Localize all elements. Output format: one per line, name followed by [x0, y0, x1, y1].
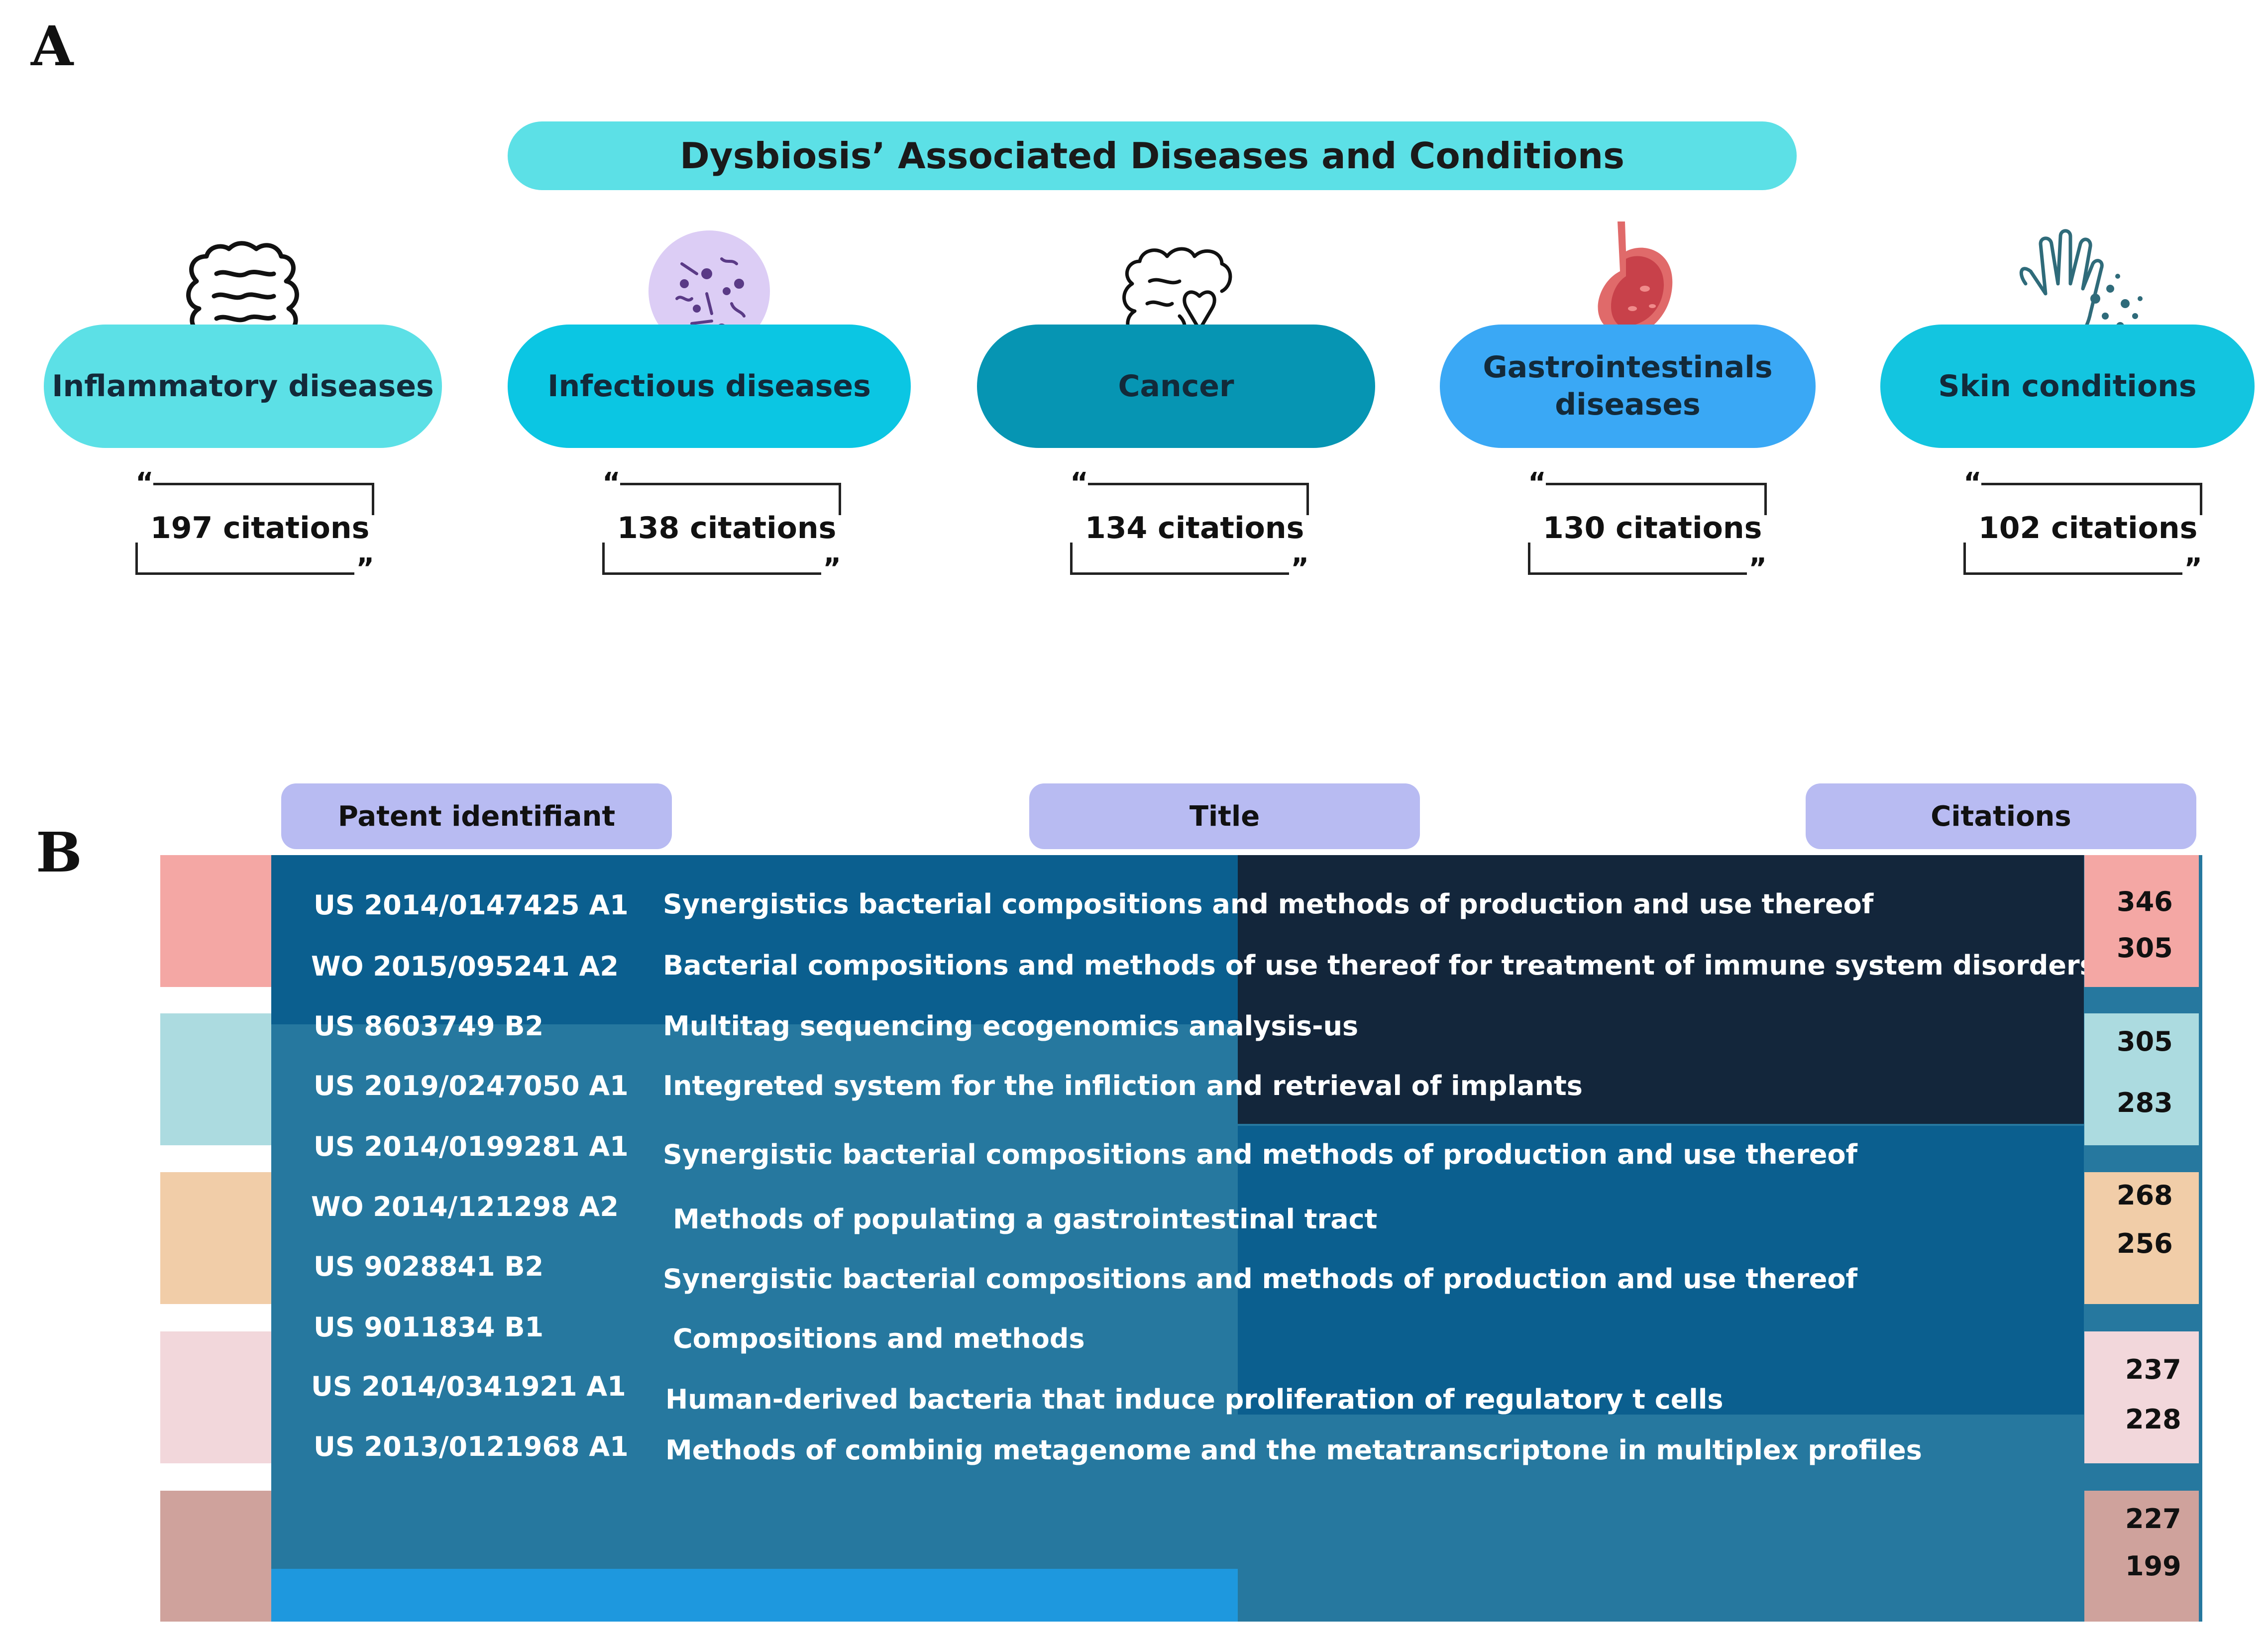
citation-value: 138 citations [617, 511, 837, 546]
citation-value: 130 citations [1543, 511, 1762, 546]
citation-number: 237 [2125, 1354, 2181, 1385]
citation-count-inflammatory: “” 197 citations [135, 467, 374, 585]
patent-id: WO 2015/095241 A2 [311, 951, 619, 982]
disease-label: Infectious diseases [547, 368, 871, 404]
disease-pill-inflammatory: Inflammatory diseases [44, 325, 442, 448]
patent-title: Integreted system for the infliction and… [663, 1070, 1583, 1101]
patent-id: US 2013/0121968 A1 [314, 1431, 629, 1462]
patent-title: Multitag sequencing ecogenomics analysis… [663, 1010, 1359, 1042]
table-band [1238, 855, 2084, 1124]
disease-pill-skin: Skin conditions [1880, 325, 2255, 448]
hand-microbes-icon [2019, 229, 2143, 355]
group-swatch [160, 1172, 271, 1304]
group-swatch [160, 1013, 271, 1145]
citation-number: 227 [2125, 1503, 2181, 1534]
panel-a-title: Dysbiosis’ Associated Diseases and Condi… [508, 121, 1797, 190]
patent-title: Methods of populating a gastrointestinal… [673, 1204, 1378, 1235]
citation-group: 227 199 [2084, 1491, 2199, 1622]
citation-number: 256 [2117, 1228, 2173, 1259]
citation-group: 268 256 [2084, 1172, 2199, 1304]
patent-id: US 2014/0147425 A1 [314, 889, 629, 921]
table-band [271, 1569, 1238, 1622]
patent-id: US 2019/0247050 A1 [314, 1070, 629, 1101]
disease-label: Gastrointestinals diseases [1483, 350, 1773, 422]
citation-value: 197 citations [150, 511, 370, 546]
citation-number: 305 [2117, 1026, 2173, 1057]
citation-count-skin: “” 102 citations [1963, 467, 2202, 585]
patent-id: US 2014/0199281 A1 [314, 1131, 629, 1162]
disease-label: Inflammatory diseases [52, 368, 434, 404]
disease-label: Cancer [1118, 368, 1234, 404]
disease-pill-infectious: Infectious diseases [508, 325, 911, 448]
patent-id: US 9028841 B2 [314, 1251, 544, 1282]
disease-pill-cancer: Cancer [977, 325, 1375, 448]
group-swatch [160, 855, 271, 987]
table-band [271, 855, 1238, 1024]
patent-id: US 9011834 B1 [314, 1312, 544, 1343]
citation-count-gastrointestinal: “” 130 citations [1528, 467, 1767, 585]
patent-id: US 8603749 B2 [314, 1010, 544, 1042]
citation-group: 237 228 [2084, 1331, 2199, 1463]
citation-number: 346 [2117, 886, 2173, 917]
citation-number: 283 [2117, 1087, 2173, 1118]
citation-number: 228 [2125, 1404, 2181, 1435]
disease-label: Skin conditions [1938, 368, 2197, 404]
panel-a-label: A [31, 14, 74, 78]
citation-number: 268 [2117, 1180, 2173, 1211]
citation-count-cancer: “” 134 citations [1070, 467, 1309, 585]
patent-title: Synergistics bacterial compositions and … [663, 888, 1874, 920]
patent-title: Human-derived bacteria that induce proli… [665, 1384, 1724, 1415]
citation-number: 199 [2125, 1550, 2181, 1582]
patent-id: WO 2014/121298 A2 [311, 1191, 619, 1222]
column-header-title: Title [1029, 783, 1420, 849]
table-band [1238, 1126, 2084, 1415]
patent-title: Bacterial compositions and methods of us… [663, 950, 2096, 981]
patent-id: US 2014/0341921 A1 [311, 1371, 626, 1402]
group-swatch [160, 1331, 271, 1463]
citation-number: 305 [2117, 932, 2173, 964]
patent-title: Compositions and methods [673, 1323, 1085, 1354]
citation-value: 102 citations [1978, 511, 2198, 546]
patent-title: Synergistic bacterial compositions and m… [663, 1139, 1858, 1170]
patent-title: Methods of combinig metagenome and the m… [665, 1434, 1922, 1466]
citation-count-infectious: “” 138 citations [602, 467, 841, 585]
column-header-citations: Citations [1806, 783, 2196, 849]
group-swatch [160, 1491, 271, 1622]
citation-group: 305 283 [2084, 1013, 2199, 1145]
disease-pill-gastrointestinal: Gastrointestinals diseases [1440, 325, 1816, 448]
citation-group: 346 305 [2084, 855, 2199, 987]
patent-title: Synergistic bacterial compositions and m… [663, 1263, 1858, 1295]
citation-value: 134 citations [1085, 511, 1304, 546]
column-header-patent-id: Patent identifiant [281, 783, 672, 849]
panel-b-label: B [36, 820, 82, 884]
